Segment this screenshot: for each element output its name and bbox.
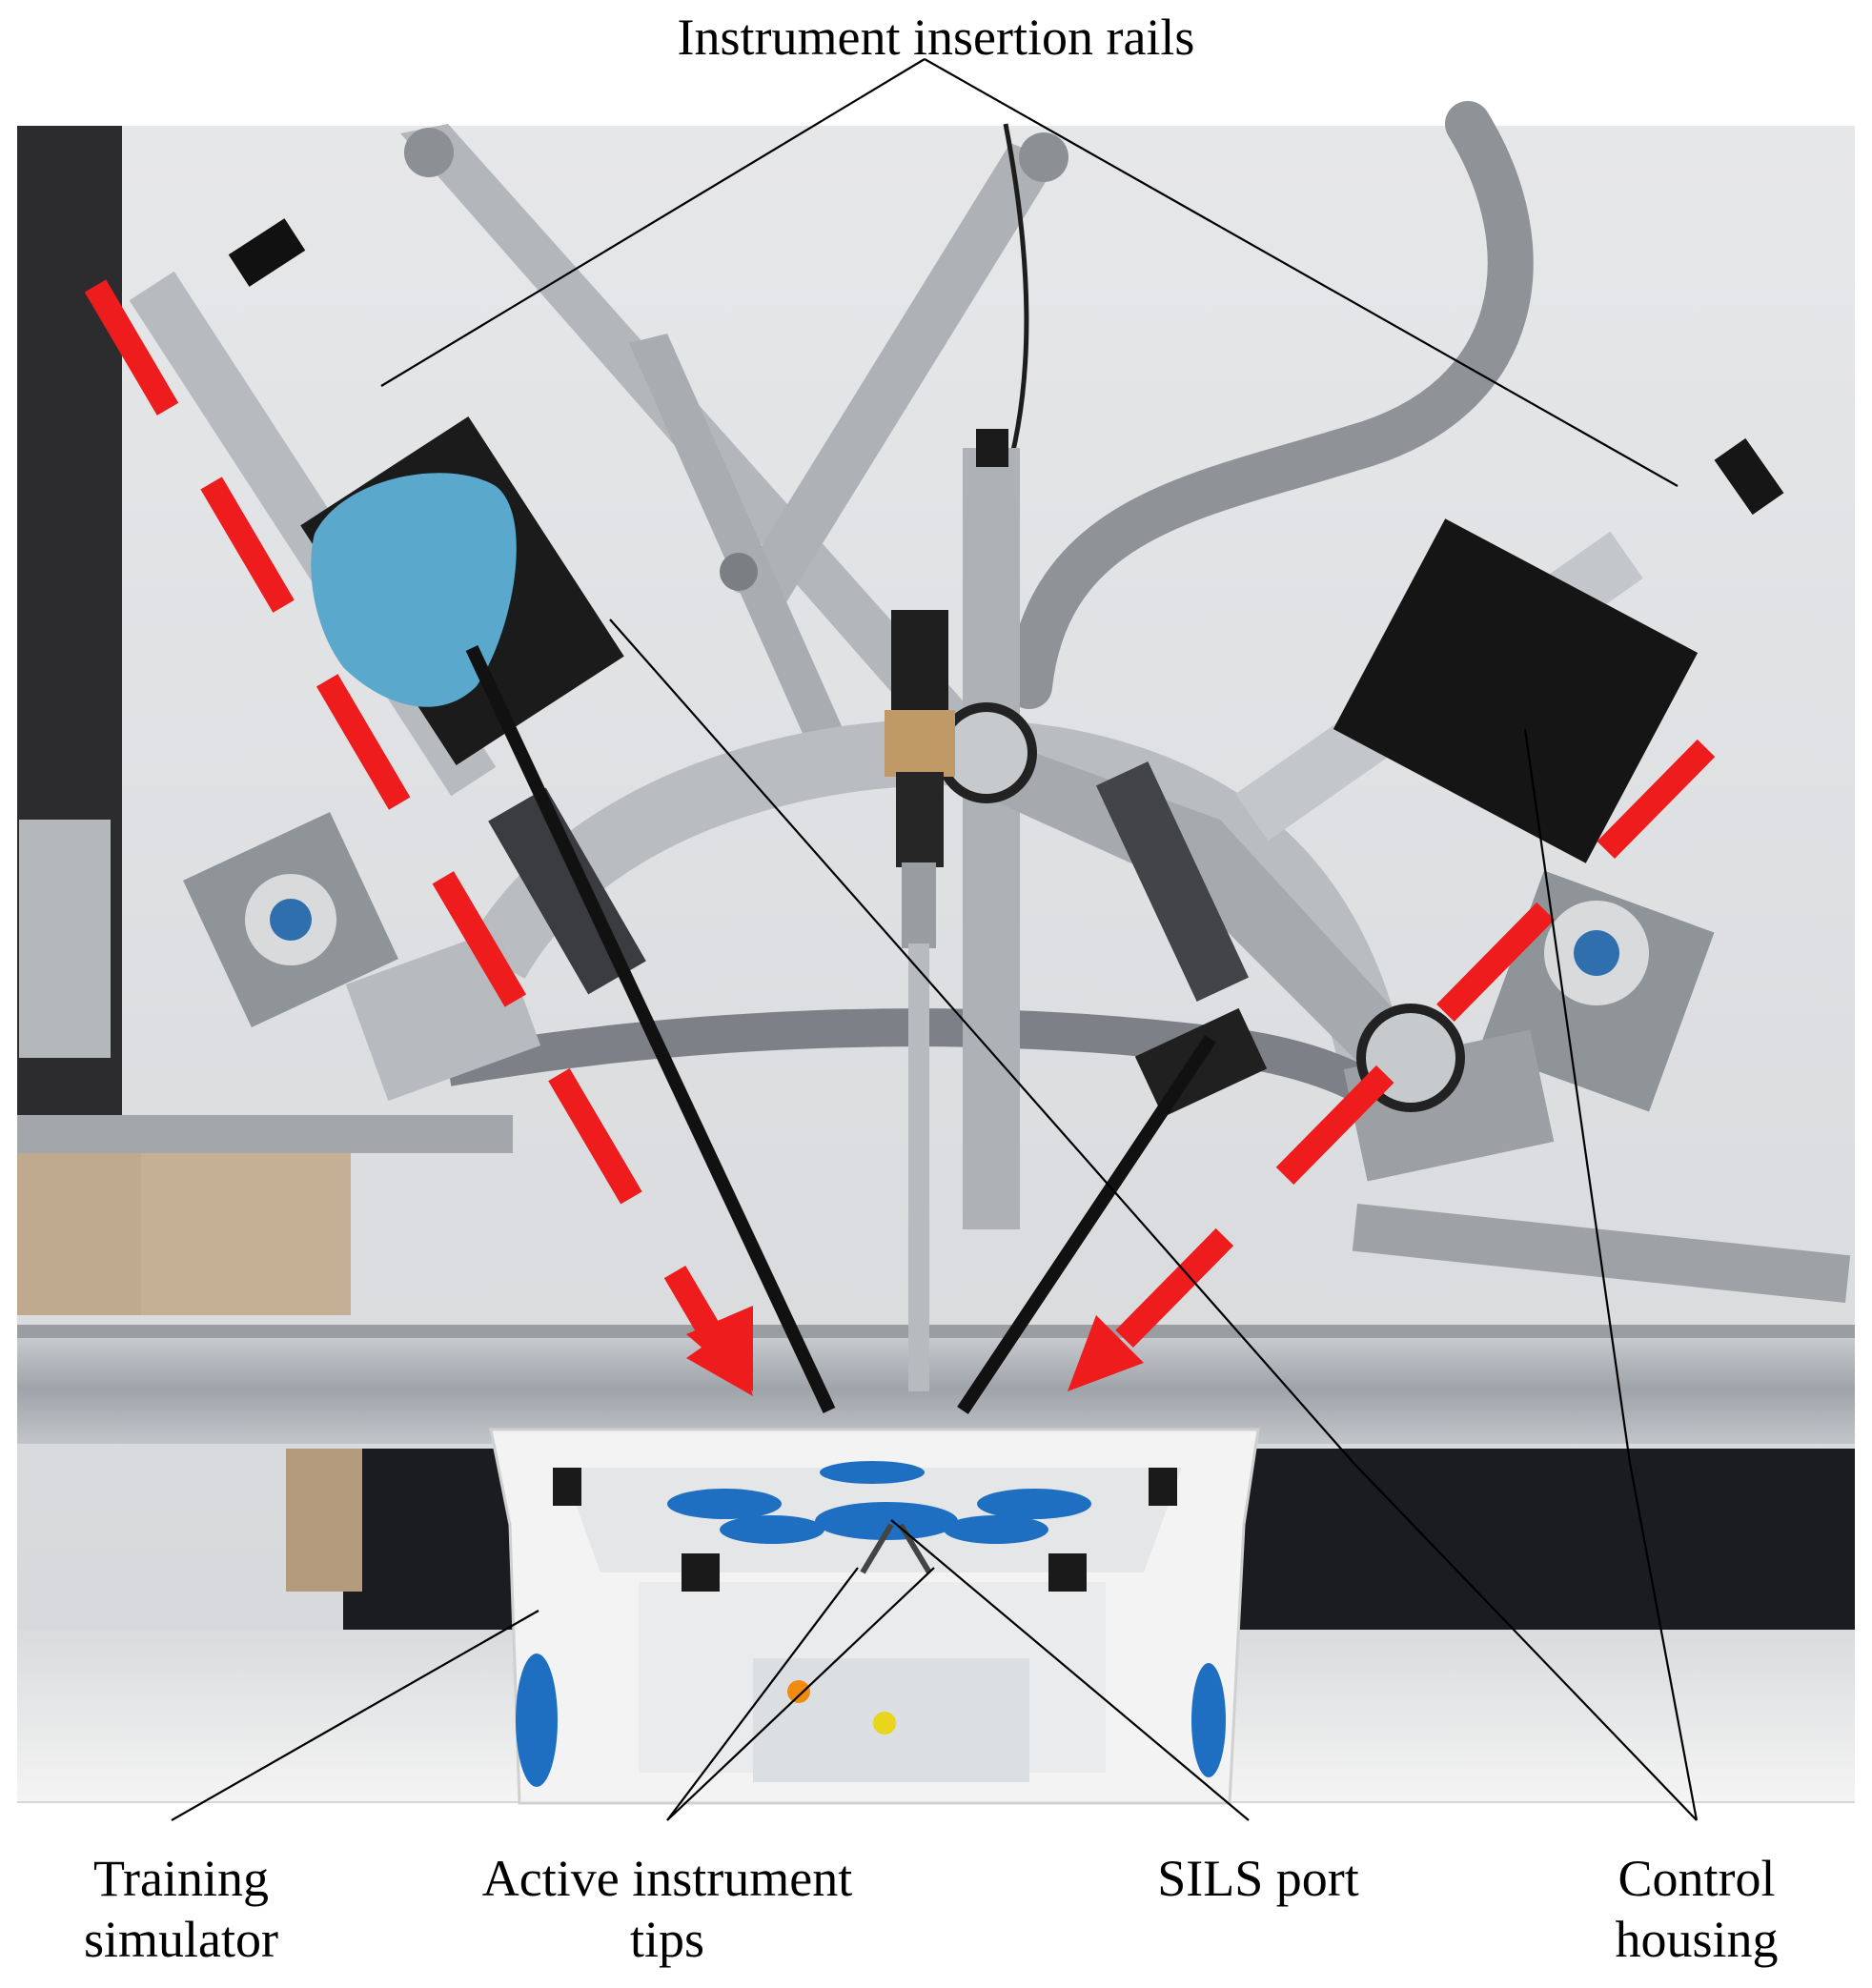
cable-conduit [1007,101,1534,709]
left-instrument-shaft [465,645,836,1413]
label-sils-port: SILS port [1157,1850,1359,1907]
left-gearbox [183,812,541,1102]
horizontal-rail [17,1334,1855,1444]
right-insertion-module [1235,437,1784,863]
right-arrow-head [1068,1315,1144,1391]
label-training-line2: simulator [84,1910,278,1968]
right-insertion-arrow [1087,739,1716,1377]
label-training-simulator: Training simulator [38,1849,324,1970]
blue-control-housing [311,473,517,707]
label-control-housing: Control housing [1544,1849,1849,1970]
endoscope [885,610,955,1391]
label-training-line1: Training [92,1850,270,1907]
central-linkage [936,429,1465,1229]
leader-lines [171,58,1699,1821]
label-control-line2: housing [1615,1910,1779,1968]
sils-port [667,1461,1091,1544]
label-tips-line1: Active instrument [481,1850,853,1907]
instrument-tip-left [860,1523,894,1574]
label-control-line1: Control [1618,1850,1776,1907]
black-control-housing [1333,518,1699,863]
left-insertion-arrow [84,279,745,1379]
left-arrow-head [686,1306,753,1391]
label-tips-line2: tips [629,1910,705,1968]
training-simulator [489,1428,1260,1805]
label-instrument-insertion-rails: Instrument insertion rails [677,9,1195,66]
right-instrument-shaft [957,1035,1216,1414]
label-active-instrument-tips: Active instrument tips [419,1849,915,1970]
